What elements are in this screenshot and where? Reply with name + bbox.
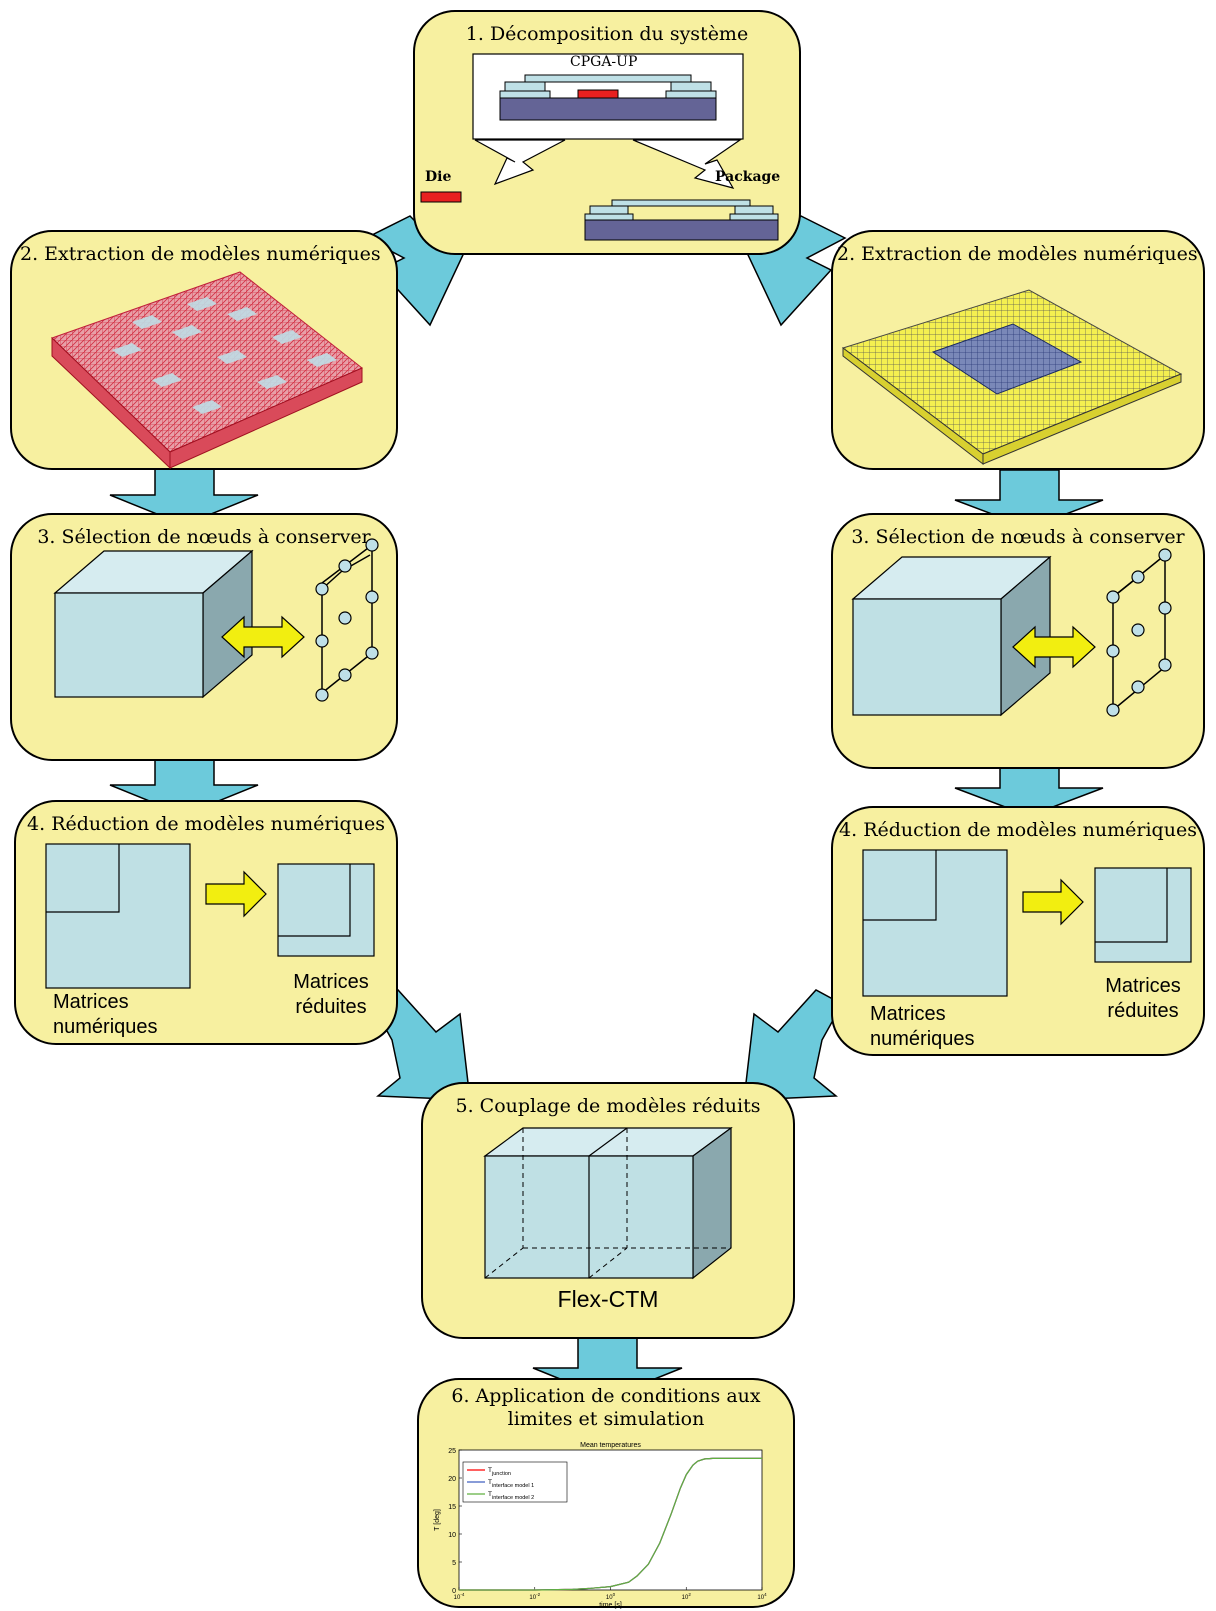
chart-title: Mean temperatures bbox=[580, 1442, 641, 1449]
system-decomposition-drawing bbox=[420, 53, 779, 241]
x-tick-label: 10-2 bbox=[529, 1592, 540, 1601]
step2-left-title: 2. Extraction de modèles numériques bbox=[20, 243, 381, 265]
x-tick-label: 102 bbox=[682, 1592, 692, 1601]
legend-entry: Tjunction bbox=[488, 1467, 511, 1477]
x-axis-label: time [s] bbox=[599, 1602, 622, 1609]
step3-left-box: 3. Sélection de nœuds à conserver bbox=[10, 513, 398, 761]
node-selection-drawing bbox=[53, 538, 379, 702]
y-tick-label: 25 bbox=[448, 1448, 456, 1455]
x-tick-label: 104 bbox=[757, 1592, 767, 1601]
step2-right-title: 2. Extraction de modèles numériques bbox=[837, 243, 1198, 265]
step5-box: 5. Couplage de modèles réduits Flex-CTM bbox=[421, 1082, 795, 1339]
coupled-models-drawing bbox=[483, 1126, 733, 1280]
reduced-matrices-label-right: Matrices réduites bbox=[1105, 975, 1181, 1022]
x-tick-label: 100 bbox=[606, 1592, 616, 1601]
step2-right-box: 2. Extraction de modèles numériques bbox=[831, 230, 1205, 470]
y-tick-label: 20 bbox=[448, 1476, 456, 1483]
step6-title: 6. Application de conditions aux limites… bbox=[451, 1385, 761, 1430]
numeric-matrices-label-right: Matrices numériques bbox=[870, 1003, 975, 1050]
numeric-matrices-label: Matrices numériques bbox=[53, 991, 158, 1038]
x-tick-label: 10-4 bbox=[454, 1592, 465, 1601]
step1-box: 1. Décomposition du système CPGA-UP Die … bbox=[413, 10, 801, 255]
step3-right-box: 3. Sélection de nœuds à conserver bbox=[831, 513, 1205, 769]
step4-left-box: 4. Réduction de modèles numériques Matri… bbox=[14, 800, 398, 1045]
y-tick-label: 0 bbox=[452, 1588, 456, 1595]
step4-left-title: 4. Réduction de modèles numériques bbox=[27, 813, 385, 835]
simulation-chart: 0 5 10 15 20 25 10-4 10-2 100 102 104 Mean temperat… bbox=[434, 1442, 767, 1609]
step4-right-title: 4. Réduction de modèles numériques bbox=[839, 819, 1197, 841]
die-mesh-image bbox=[51, 271, 363, 470]
legend-entry: Tinterface model 2 bbox=[488, 1491, 534, 1501]
step1-title: 1. Décomposition du système bbox=[465, 23, 749, 45]
series-line-3 bbox=[459, 1457, 762, 1591]
cpga-label: CPGA-UP bbox=[570, 54, 638, 70]
legend-entry: Tinterface model 1 bbox=[488, 1479, 534, 1489]
package-label: Package bbox=[715, 169, 781, 185]
reduced-matrices-label: Matrices réduites bbox=[293, 971, 369, 1018]
y-tick-label: 15 bbox=[448, 1504, 456, 1511]
die-label: Die bbox=[425, 169, 452, 185]
matrix-reduction-drawing-right bbox=[862, 849, 1192, 997]
step4-right-box: 4. Réduction de modèles numériques Matri… bbox=[831, 806, 1205, 1056]
flex-ctm-caption: Flex-CTM bbox=[557, 1286, 659, 1312]
step5-title: 5. Couplage de modèles réduits bbox=[455, 1095, 761, 1117]
step3-left-title: 3. Sélection de nœuds à conserver bbox=[37, 526, 371, 548]
package-mesh-image bbox=[841, 289, 1183, 466]
matrix-reduction-drawing bbox=[45, 843, 375, 989]
step6-box: 6. Application de conditions aux limites… bbox=[417, 1378, 795, 1609]
step3-right-title: 3. Sélection de nœuds à conserver bbox=[851, 526, 1185, 548]
y-tick-label: 5 bbox=[452, 1560, 456, 1567]
y-axis-label: T [deg] bbox=[434, 1509, 441, 1531]
step2-left-box: 2. Extraction de modèles numériques bbox=[10, 230, 398, 470]
y-tick-label: 10 bbox=[448, 1532, 456, 1539]
node-selection-drawing-right bbox=[851, 548, 1172, 717]
